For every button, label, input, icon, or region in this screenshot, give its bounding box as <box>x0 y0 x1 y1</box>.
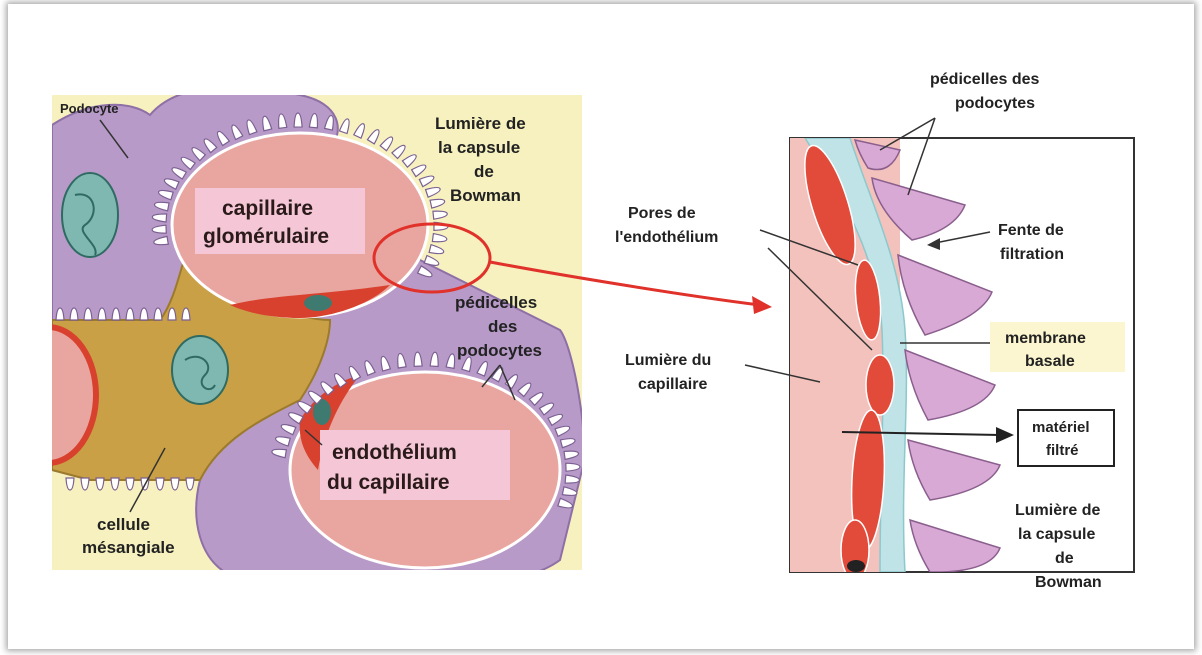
right-pedicels-line-2: podocytes <box>955 95 1035 112</box>
right-lumen-line-1: Lumière de <box>1015 502 1100 519</box>
capillary-label-line-1: capillaire <box>222 197 313 220</box>
left-pedicels-line-3: podocytes <box>457 341 542 360</box>
capillary-label-line-2: glomérulaire <box>203 225 329 248</box>
left-panel: Podocyte Lumière de la capsule de Bowman… <box>0 87 584 585</box>
filtered-line-1: matériel <box>1032 419 1090 436</box>
endothelial-cell <box>866 355 894 415</box>
lumen-capillary-line-2: capillaire <box>638 376 707 393</box>
left-pedicels-line-1: pédicelles <box>455 293 537 312</box>
podocyte-label: Podocyte <box>60 101 119 116</box>
slit-line-2: filtration <box>1000 246 1064 263</box>
left-lumen-line-1: Lumière de <box>435 114 526 133</box>
mesangial-label-line-2: mésangiale <box>82 538 175 557</box>
filtered-line-2: filtré <box>1046 442 1079 459</box>
lumen-capillary-line-1: Lumière du <box>625 352 711 369</box>
endothelium-label-line-1: endothélium <box>332 441 457 464</box>
endothelial-nucleus-upper <box>304 295 332 311</box>
left-lumen-line-4: Bowman <box>450 186 521 205</box>
right-panel: pédicelles des podocytes Pores de l'endo… <box>615 71 1134 591</box>
mesangial-nucleus <box>172 336 228 404</box>
slit-line-1: Fente de <box>998 222 1064 239</box>
left-lumen-line-2: la capsule <box>438 138 520 157</box>
right-lumen-line-3: de <box>1055 550 1074 567</box>
basement-line-1: membrane <box>1005 330 1086 347</box>
pores-line-1: Pores de <box>628 205 696 222</box>
endothelium-label-line-2: du capillaire <box>327 471 450 494</box>
pores-line-2: l'endothélium <box>615 229 718 246</box>
podocyte-nucleus <box>62 173 118 257</box>
left-pedicels-line-2: des <box>488 317 517 336</box>
mesangial-label-line-1: cellule <box>97 515 150 534</box>
endothelial-nucleus <box>847 560 865 572</box>
left-lumen-line-3: de <box>474 162 494 181</box>
right-lumen-line-2: la capsule <box>1018 526 1095 543</box>
right-pedicels-line-1: pédicelles des <box>930 71 1039 88</box>
basement-line-2: basale <box>1025 353 1075 370</box>
right-lumen-line-4: Bowman <box>1035 574 1102 591</box>
partial-capillary-left <box>0 327 96 463</box>
